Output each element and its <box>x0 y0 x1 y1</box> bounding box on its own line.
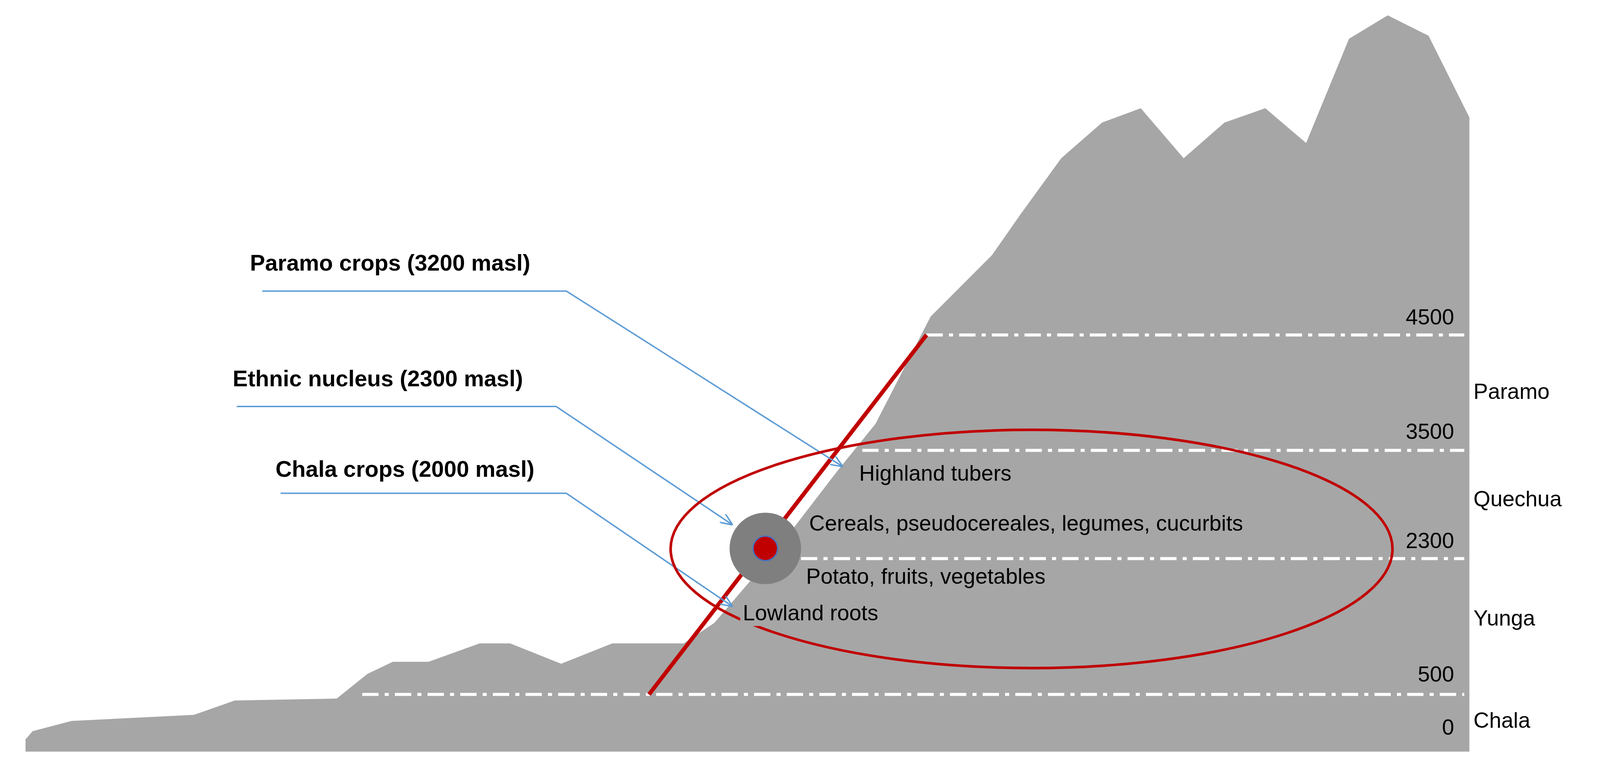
nucleus-halo <box>729 512 802 584</box>
altitude-line <box>801 557 1465 561</box>
altitude-line <box>926 333 1465 337</box>
leader-lines <box>236 290 843 607</box>
altitude-line <box>862 448 1465 452</box>
ellipse-outline <box>670 429 1393 669</box>
crop-zone-ellipse: Highland tubersCereals, pseudocereales, … <box>669 428 1394 670</box>
altitude-line <box>362 692 1465 696</box>
callout-label: Ethnic nucleus (2300 masl) <box>230 365 525 392</box>
altitude-value: 2300 <box>1403 528 1456 554</box>
zone-name: Quechua <box>1471 486 1564 512</box>
crop-label: Cereals, pseudocereales, legumes, cucurb… <box>806 511 1246 537</box>
leader-line <box>280 493 733 607</box>
altitude-value: 0 <box>1440 714 1457 741</box>
leader-line <box>236 406 733 525</box>
callout-label: Chala crops (2000 masl) <box>273 456 537 483</box>
nucleus-dot <box>753 535 778 561</box>
altitude-lines <box>362 334 1465 695</box>
zone-name: Chala <box>1471 708 1533 734</box>
altitude-value: 500 <box>1416 661 1456 688</box>
zone-name: Paramo <box>1471 379 1552 405</box>
crop-label: Potato, fruits, vegetables <box>803 564 1049 590</box>
ellipse-outline <box>669 428 1394 670</box>
altitude-value: 4500 <box>1403 304 1456 331</box>
mountain-profile <box>25 15 1470 752</box>
crop-label: Lowland roots <box>740 600 881 626</box>
altitude-value: 3500 <box>1403 419 1456 445</box>
callout-label: Paramo crops (3200 masl) <box>248 250 533 277</box>
crop-label: Highland tubers <box>856 460 1015 487</box>
zone-name: Yunga <box>1471 605 1537 632</box>
